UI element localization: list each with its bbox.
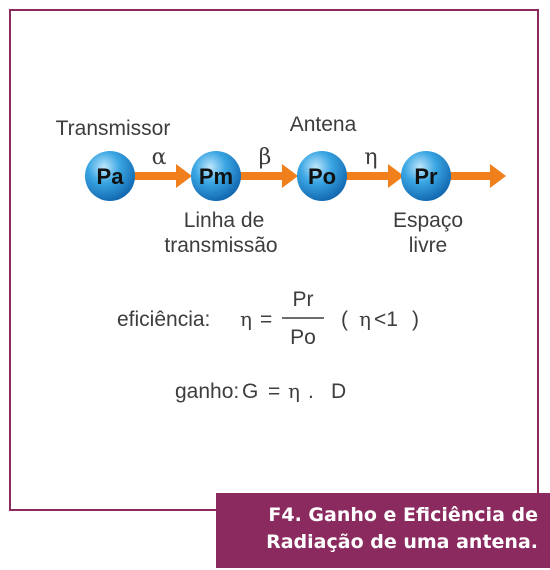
gain-equals: = (268, 380, 280, 403)
gain-dot: . (308, 380, 314, 403)
free-space-label-2: livre (409, 234, 448, 257)
node-label-po: Po (308, 164, 336, 189)
caption-line-2: Radiação de uma antena. (266, 531, 538, 553)
efficiency-denominator: Po (290, 326, 316, 349)
gain-symbol: G (242, 380, 258, 403)
arrow-pm-po (240, 164, 298, 188)
eta-label: η (364, 145, 377, 170)
transmission-line-label-1: Linha de (184, 209, 265, 232)
efficiency-label: eficiência: (117, 308, 210, 331)
node-pa: Pa (85, 151, 135, 201)
condition-less-than-one: <1 (374, 308, 398, 331)
arrow-pa-pm (134, 164, 192, 188)
gain-label: ganho: (175, 380, 239, 403)
condition-open-paren: ( (341, 308, 348, 331)
node-label-pm: Pm (199, 164, 233, 189)
gain-eta: η (288, 379, 300, 403)
node-po: Po (297, 151, 347, 201)
transmission-line-label-2: transmissão (164, 234, 277, 257)
efficiency-equals: = (260, 308, 272, 331)
node-pm: Pm (191, 151, 241, 201)
transmitter-label: Transmissor (56, 117, 171, 140)
figure-frame (9, 9, 539, 511)
arrow-pr-out (450, 164, 506, 188)
gain-formula: ganho: G = η . D (175, 379, 346, 403)
figure-caption: F4. Ganho e Eficiência de Radiação de um… (216, 493, 550, 568)
efficiency-eta: η (240, 307, 252, 331)
free-space-label-1: Espaço (393, 209, 463, 232)
arrow-po-pr (346, 164, 404, 188)
efficiency-numerator: Pr (293, 288, 314, 311)
node-label-pa: Pa (97, 164, 125, 189)
efficiency-formula: eficiência: η = Pr Po ( η <1 ) (117, 288, 419, 349)
antenna-label: Antena (290, 113, 357, 136)
condition-close-paren: ) (412, 308, 419, 331)
gain-directivity: D (331, 380, 346, 403)
alpha-label: α (152, 145, 167, 170)
node-pr: Pr (401, 151, 451, 201)
beta-label: β (259, 145, 272, 170)
condition-eta: η (359, 307, 371, 331)
caption-line-1: F4. Ganho e Eficiência de (268, 504, 538, 526)
node-label-pr: Pr (414, 164, 438, 189)
signal-arrows (134, 164, 506, 188)
